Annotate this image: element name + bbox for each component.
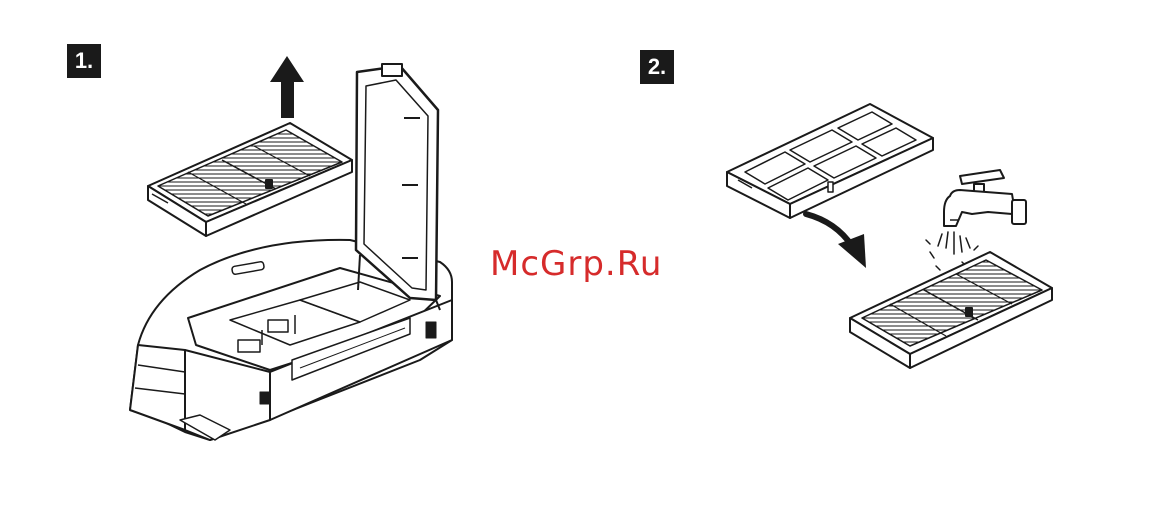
filter-lifted: [148, 123, 352, 236]
filter-washed: [850, 252, 1052, 368]
watermark-text: McGrp.Ru: [490, 244, 662, 284]
curved-arrow-icon: [806, 214, 866, 268]
up-arrow-icon: [270, 56, 304, 118]
filter-step2: [727, 104, 933, 218]
faucet-icon: [944, 170, 1026, 226]
